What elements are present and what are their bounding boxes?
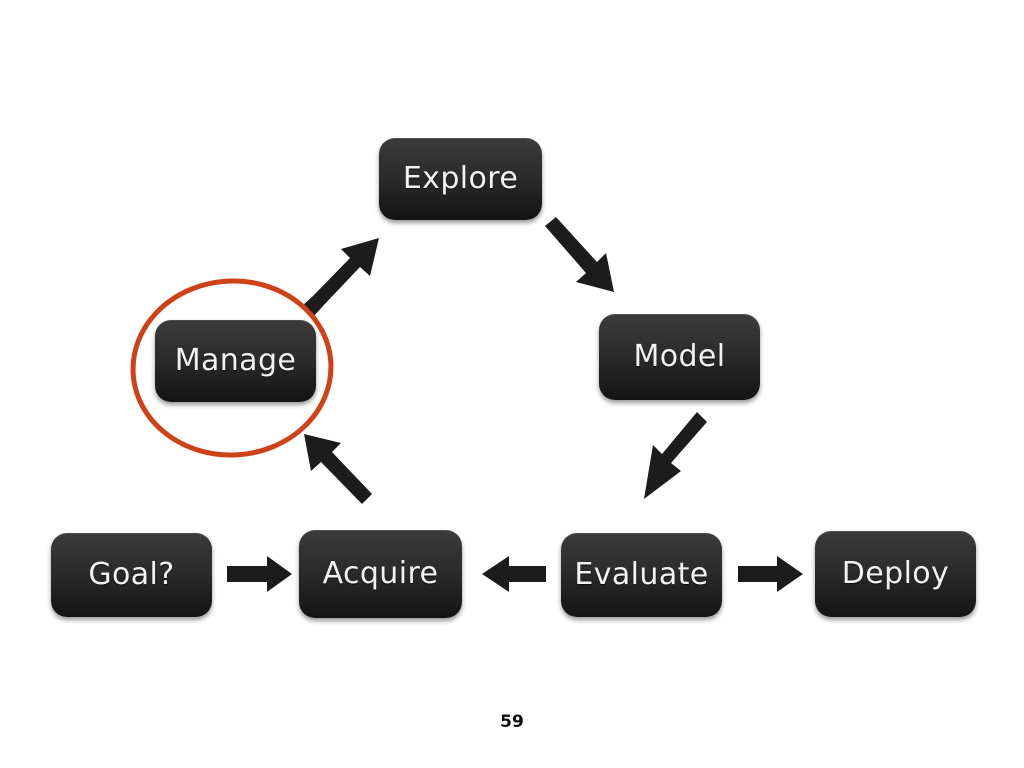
node-explore-label: Explore: [402, 161, 519, 196]
node-model[interactable]: Model: [599, 314, 760, 400]
node-deploy[interactable]: Deploy: [815, 531, 976, 617]
node-deploy-label: Deploy: [841, 556, 950, 591]
node-goal-label: Goal?: [88, 557, 175, 592]
arrow-explore-to-model: [545, 217, 614, 292]
node-explore[interactable]: Explore: [379, 138, 542, 220]
arrow-evaluate-to-acquire: [482, 556, 546, 592]
node-manage-label: Manage: [174, 343, 297, 378]
page-number: 59: [500, 712, 524, 732]
node-manage[interactable]: Manage: [155, 320, 316, 402]
node-acquire[interactable]: Acquire: [299, 530, 462, 618]
node-acquire-label: Acquire: [322, 556, 439, 591]
arrow-goal-to-acquire: [227, 556, 292, 592]
node-goal[interactable]: Goal?: [51, 533, 212, 617]
node-evaluate[interactable]: Evaluate: [561, 533, 722, 617]
node-model-label: Model: [633, 339, 726, 374]
node-evaluate-label: Evaluate: [574, 557, 709, 592]
arrow-manage-to-explore: [302, 238, 379, 317]
arrow-acquire-to-manage: [304, 434, 372, 504]
arrow-evaluate-to-deploy: [738, 556, 803, 592]
arrow-model-to-evaluate: [644, 412, 707, 499]
